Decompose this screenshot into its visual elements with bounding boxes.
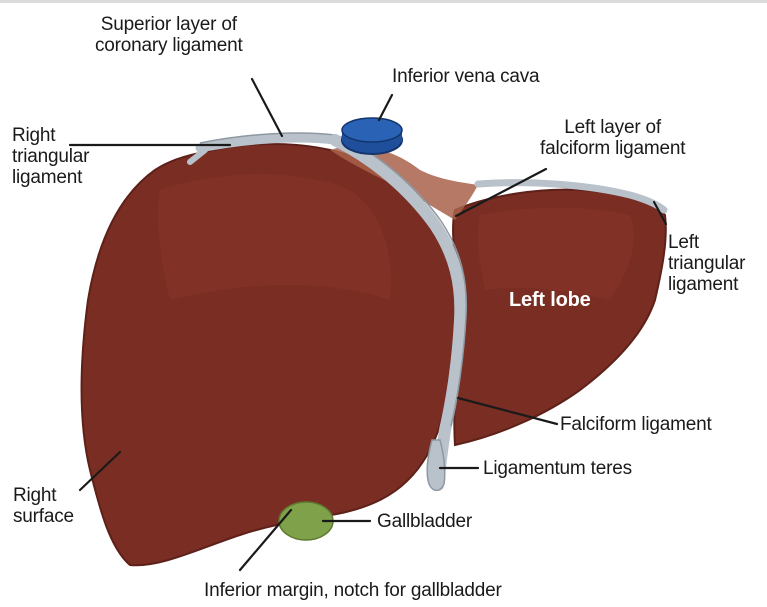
ligamentum-teres-shape — [427, 440, 445, 490]
label-left-triangular-ligament: Left triangular ligament — [668, 232, 745, 295]
label-falciform-ligament: Falciform ligament — [560, 414, 712, 435]
label-left-lobe: Left lobe — [509, 290, 591, 311]
label-right-surface: Right surface — [13, 485, 74, 527]
leader-ivc — [379, 95, 392, 120]
label-superior-coronary-ligament: Superior layer of coronary ligament — [95, 14, 243, 56]
label-inferior-margin: Inferior margin, notch for gallbladder — [204, 580, 502, 601]
inferior-vena-cava-top — [342, 118, 402, 142]
label-right-triangular-ligament: Right triangular ligament — [12, 125, 89, 188]
left-lobe-highlight — [478, 208, 634, 301]
label-ligamentum-teres: Ligamentum teres — [483, 458, 632, 479]
leader-superior-coronary — [252, 79, 282, 136]
label-inferior-vena-cava: Inferior vena cava — [392, 66, 539, 87]
label-gallbladder: Gallbladder — [377, 511, 472, 532]
label-left-layer-falciform: Left layer of falciform ligament — [540, 117, 685, 159]
